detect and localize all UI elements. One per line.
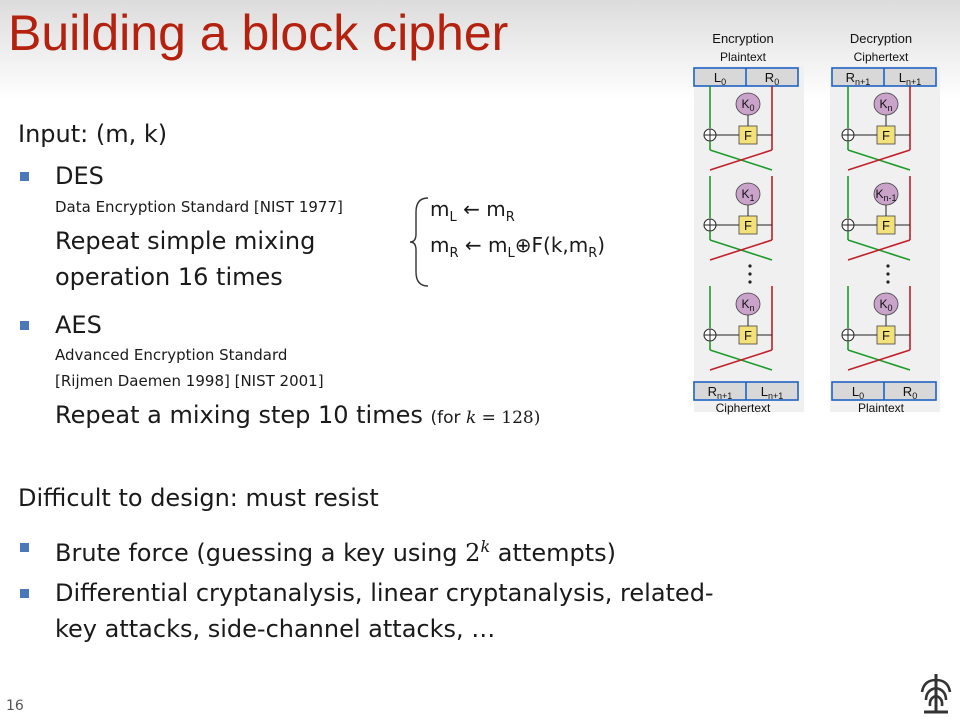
des-heading: DES: [55, 162, 104, 190]
encryption-top-label: Plaintext: [720, 50, 767, 64]
des-subtitle: Data Encryption Standard [NIST 1977]: [55, 198, 343, 216]
encryption-cross-b-1: [709, 239, 773, 261]
aes-note: (for k = 128): [430, 408, 541, 428]
encryption-f-label-2: F: [744, 328, 752, 343]
decryption-dot-2: [886, 280, 890, 284]
encryption-bottom-label: Ciphertext: [716, 401, 771, 415]
aes-subtitle1: Advanced Encryption Standard: [55, 346, 288, 364]
decryption-f-label-0: F: [882, 128, 890, 143]
decryption-top-label: Ciphertext: [854, 50, 909, 64]
encryption-dot-2: [748, 280, 752, 284]
slide-title: Building a block cipher: [8, 5, 509, 61]
cryptanalysis-line2: key attacks, side-channel attacks, …: [55, 615, 496, 643]
decryption-frame: [830, 66, 940, 412]
input-line: Input: (m, k): [18, 120, 168, 148]
encryption-dot-0: [748, 264, 752, 268]
equation-right-update: mR ← mL⊕F(k,mR): [430, 233, 606, 261]
decryption-cross-b-2: [847, 349, 911, 371]
brute-force-bullet: Brute force (guessing a key using 2k att…: [55, 537, 616, 567]
aes-subtitle2: [Rijmen Daemen 1998] [NIST 2001]: [55, 372, 324, 390]
decryption-f-label-2: F: [882, 328, 890, 343]
decryption-dot-0: [886, 264, 890, 268]
difficult-heading: Difficult to design: must resist: [18, 484, 379, 512]
encryption-frame: [694, 66, 804, 412]
bullet-icon: [20, 172, 29, 181]
encryption-cross-b-0: [709, 149, 773, 171]
des-line2: operation 16 times: [55, 263, 283, 291]
encryption-title: Encryption: [712, 31, 773, 46]
aes-heading: AES: [55, 311, 102, 339]
aes-line-text: Repeat a mixing step 10 times: [55, 401, 423, 429]
bullet-icon: [20, 543, 29, 552]
encryption-f-label-0: F: [744, 128, 752, 143]
decryption-cross-b-0: [847, 149, 911, 171]
encryption-f-label-1: F: [744, 218, 752, 233]
decryption-title: Decryption: [850, 31, 912, 46]
university-logo-icon: [920, 674, 952, 714]
decryption-f-label-1: F: [882, 218, 890, 233]
bullet-icon: [20, 589, 29, 598]
equation-left-update: mL ← mR: [430, 197, 515, 225]
decryption-dot-1: [886, 272, 890, 276]
des-line1: Repeat simple mixing: [55, 227, 316, 255]
slide-number: 16: [6, 698, 24, 714]
cryptanalysis-line1: Differential cryptanalysis, linear crypt…: [55, 579, 714, 607]
decryption-bottom-label: Plaintext: [858, 401, 905, 415]
bullet-icon: [20, 321, 29, 330]
aes-line: Repeat a mixing step 10 times (for k = 1…: [55, 400, 540, 433]
curly-brace-icon: [409, 197, 429, 287]
decryption-cross-b-1: [847, 239, 911, 261]
encryption-dot-1: [748, 272, 752, 276]
encryption-cross-b-2: [709, 349, 773, 371]
